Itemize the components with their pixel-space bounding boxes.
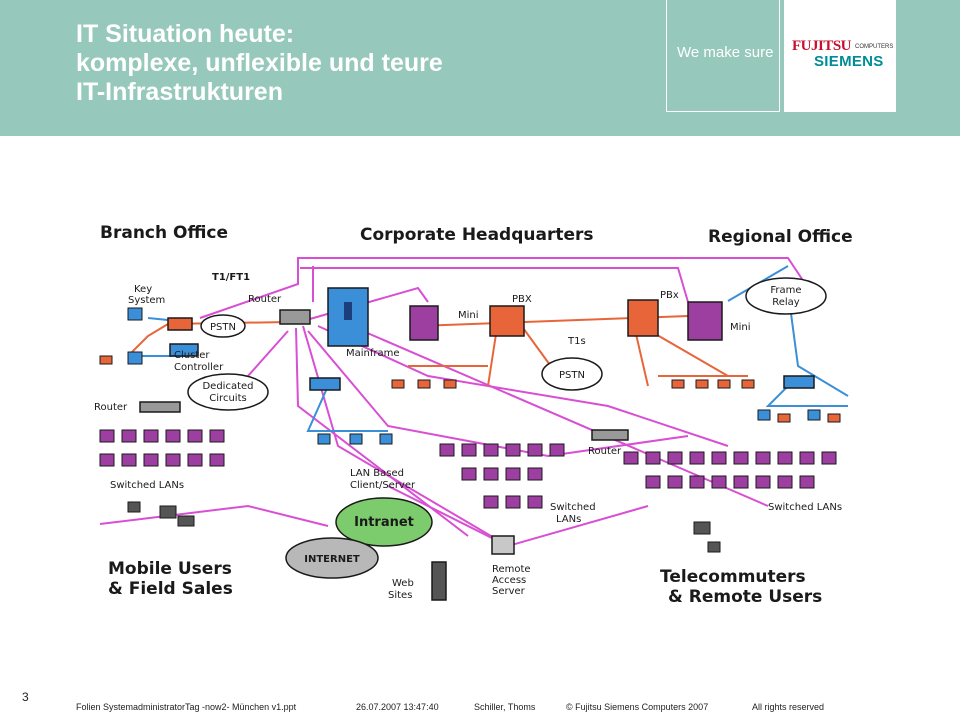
company-logo: FUJITSU COMPUTERS SIEMENS bbox=[784, 0, 896, 112]
pstn-left-cloud: PSTN bbox=[200, 314, 246, 338]
label-branch-office: Branch Office bbox=[100, 223, 228, 243]
title-line-1: IT Situation heute: bbox=[76, 20, 295, 48]
blue-workstations bbox=[127, 307, 821, 445]
label-web-2: Sites bbox=[388, 590, 412, 601]
slide-header: IT Situation heute: komplexe, unflexible… bbox=[0, 0, 960, 136]
switched-lans-left-workstations bbox=[99, 429, 225, 467]
remote-user-devices bbox=[127, 501, 721, 553]
svg-text:INTERNET: INTERNET bbox=[304, 554, 360, 565]
footer-file: Folien SystemadministratorTag -now2- Mün… bbox=[76, 702, 297, 712]
phone-sets bbox=[99, 355, 841, 423]
label-mini-right: Mini bbox=[730, 322, 751, 333]
label-lan-2: Client/Server bbox=[350, 480, 416, 491]
label-web-1: Web bbox=[392, 578, 414, 589]
pbx-hq-device bbox=[489, 305, 525, 337]
label-mobile-2: & Field Sales bbox=[108, 579, 233, 599]
label-corporate-hq: Corporate Headquarters bbox=[360, 225, 594, 245]
switched-lans-right-workstations bbox=[623, 451, 837, 489]
router-regional-device bbox=[591, 429, 629, 441]
footer-copyright: © Fujitsu Siemens Computers 2007 bbox=[566, 702, 709, 712]
mainframe-device bbox=[327, 287, 369, 347]
label-mini-left: Mini bbox=[458, 310, 479, 321]
logo-siemens: SIEMENS bbox=[814, 53, 884, 70]
label-router-hq: Router bbox=[248, 294, 282, 305]
label-switched-lans-left: Switched LANs bbox=[110, 480, 184, 491]
logo-computers: COMPUTERS bbox=[855, 44, 894, 50]
dedicated-circuits-cloud: Dedicated Circuits bbox=[187, 373, 269, 411]
label-switched-lans-center-2: LANs bbox=[556, 514, 581, 525]
label-regional-office: Regional Office bbox=[708, 227, 853, 247]
label-key-system-1: Key bbox=[134, 284, 152, 295]
footer-author: Schiller, Thoms bbox=[474, 702, 536, 712]
pbx-regional-device bbox=[627, 299, 659, 337]
svg-text:Circuits: Circuits bbox=[209, 393, 246, 404]
label-switched-lans-right: Switched LANs bbox=[768, 502, 842, 513]
mini-left-device bbox=[409, 305, 439, 341]
remote-access-server-device bbox=[491, 535, 515, 555]
logo-fujitsu: FUJITSU bbox=[792, 38, 852, 54]
label-t1-ft1: T1/FT1 bbox=[212, 272, 250, 283]
label-router-branch: Router bbox=[94, 402, 128, 413]
label-tele-2: & Remote Users bbox=[668, 587, 822, 607]
slogan: We make sure bbox=[677, 44, 774, 61]
label-remote-2: Access bbox=[492, 575, 526, 586]
hub-center-device bbox=[309, 377, 341, 391]
label-cluster-1: Cluster bbox=[174, 350, 210, 361]
network-diagram-svg: PSTN Dedicated Circuits PSTN Frame Relay… bbox=[88, 206, 888, 614]
label-cluster-2: Controller bbox=[174, 362, 224, 373]
label-mobile-1: Mobile Users bbox=[108, 559, 232, 579]
slide-title: IT Situation heute: komplexe, unflexible… bbox=[76, 20, 443, 107]
label-router-regional: Router bbox=[588, 446, 622, 457]
label-lan-1: LAN Based bbox=[350, 468, 404, 479]
svg-text:Intranet: Intranet bbox=[354, 515, 414, 530]
label-remote-1: Remote bbox=[492, 564, 531, 575]
label-pbx-hq: PBX bbox=[512, 294, 532, 305]
label-remote-3: Server bbox=[492, 586, 526, 597]
internet-cloud: INTERNET bbox=[285, 537, 379, 579]
label-pbx-regional: PBx bbox=[660, 290, 679, 301]
title-line-3: IT-Infrastrukturen bbox=[76, 78, 283, 106]
svg-text:PSTN: PSTN bbox=[559, 370, 585, 381]
page-number: 3 bbox=[22, 690, 29, 704]
intranet-cloud: Intranet bbox=[335, 497, 433, 547]
footer-rights: All rights reserved bbox=[752, 702, 825, 712]
label-mainframe: Mainframe bbox=[346, 348, 400, 359]
magenta-links bbox=[99, 257, 809, 548]
pstn-center-cloud: PSTN bbox=[541, 357, 603, 391]
slide-footer: 3 Folien SystemadministratorTag -now2- M… bbox=[0, 690, 960, 720]
slogan-box: We make sure bbox=[666, 0, 780, 112]
title-line-2: komplexe, unflexible und teure bbox=[76, 49, 443, 77]
key-system-device bbox=[167, 317, 193, 331]
svg-text:Frame: Frame bbox=[770, 285, 801, 296]
frame-relay-cloud: Frame Relay bbox=[745, 277, 827, 315]
network-diagram: PSTN Dedicated Circuits PSTN Frame Relay… bbox=[88, 206, 888, 614]
web-sites-device bbox=[431, 561, 447, 601]
label-tele-1: Telecommuters bbox=[660, 567, 806, 587]
label-t1s: T1s bbox=[567, 336, 586, 347]
hub-regional-device bbox=[783, 375, 815, 389]
label-key-system-2: System bbox=[128, 295, 165, 306]
svg-text:PSTN: PSTN bbox=[210, 322, 236, 333]
mini-right-device bbox=[687, 301, 723, 341]
router-branch-device bbox=[139, 401, 181, 413]
switched-lans-center-workstations bbox=[439, 443, 565, 509]
svg-text:Dedicated: Dedicated bbox=[202, 381, 253, 392]
svg-text:Relay: Relay bbox=[772, 297, 800, 308]
label-switched-lans-center-1: Switched bbox=[550, 502, 596, 513]
cluster-controller-device bbox=[169, 343, 199, 357]
footer-datetime: 26.07.2007 13:47:40 bbox=[356, 702, 439, 712]
router-hq-device bbox=[279, 309, 311, 325]
